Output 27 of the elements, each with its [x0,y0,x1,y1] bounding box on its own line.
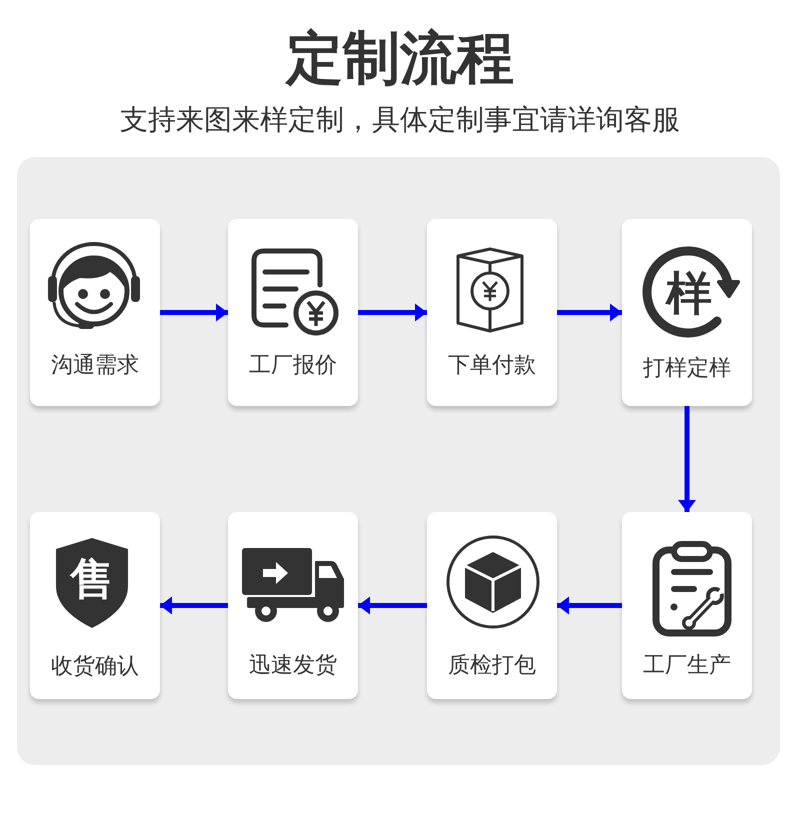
arrow [160,304,228,322]
step-card [228,219,358,406]
arrow [160,596,228,614]
step-card [622,219,752,406]
step-label: 工厂报价 [249,354,337,376]
step-label: 工厂生产 [643,654,731,676]
rounded-panel [17,157,780,765]
arrow [358,596,427,614]
arrow [557,304,622,322]
step-card [427,219,557,406]
step-card [228,512,358,699]
arrow [358,304,427,322]
subtitle: 支持来图来样定制，具体定制事宜请详询客服 [120,106,680,134]
step-label: 打样定样 [643,357,731,379]
step-card [622,512,752,699]
step-label: 质检打包 [448,654,536,676]
arrow [678,406,696,512]
step-card [427,512,557,699]
step-label: 收货确认 [51,655,139,677]
step-card [30,512,160,699]
arrow [557,596,622,614]
icon-character: 售 [70,558,114,602]
icon-character: 样 [666,270,712,316]
step-label: 下单付款 [448,354,536,376]
step-label: 沟通需求 [51,354,139,376]
title: 定制流程 [286,30,514,88]
step-label: 迅速发货 [249,654,337,676]
